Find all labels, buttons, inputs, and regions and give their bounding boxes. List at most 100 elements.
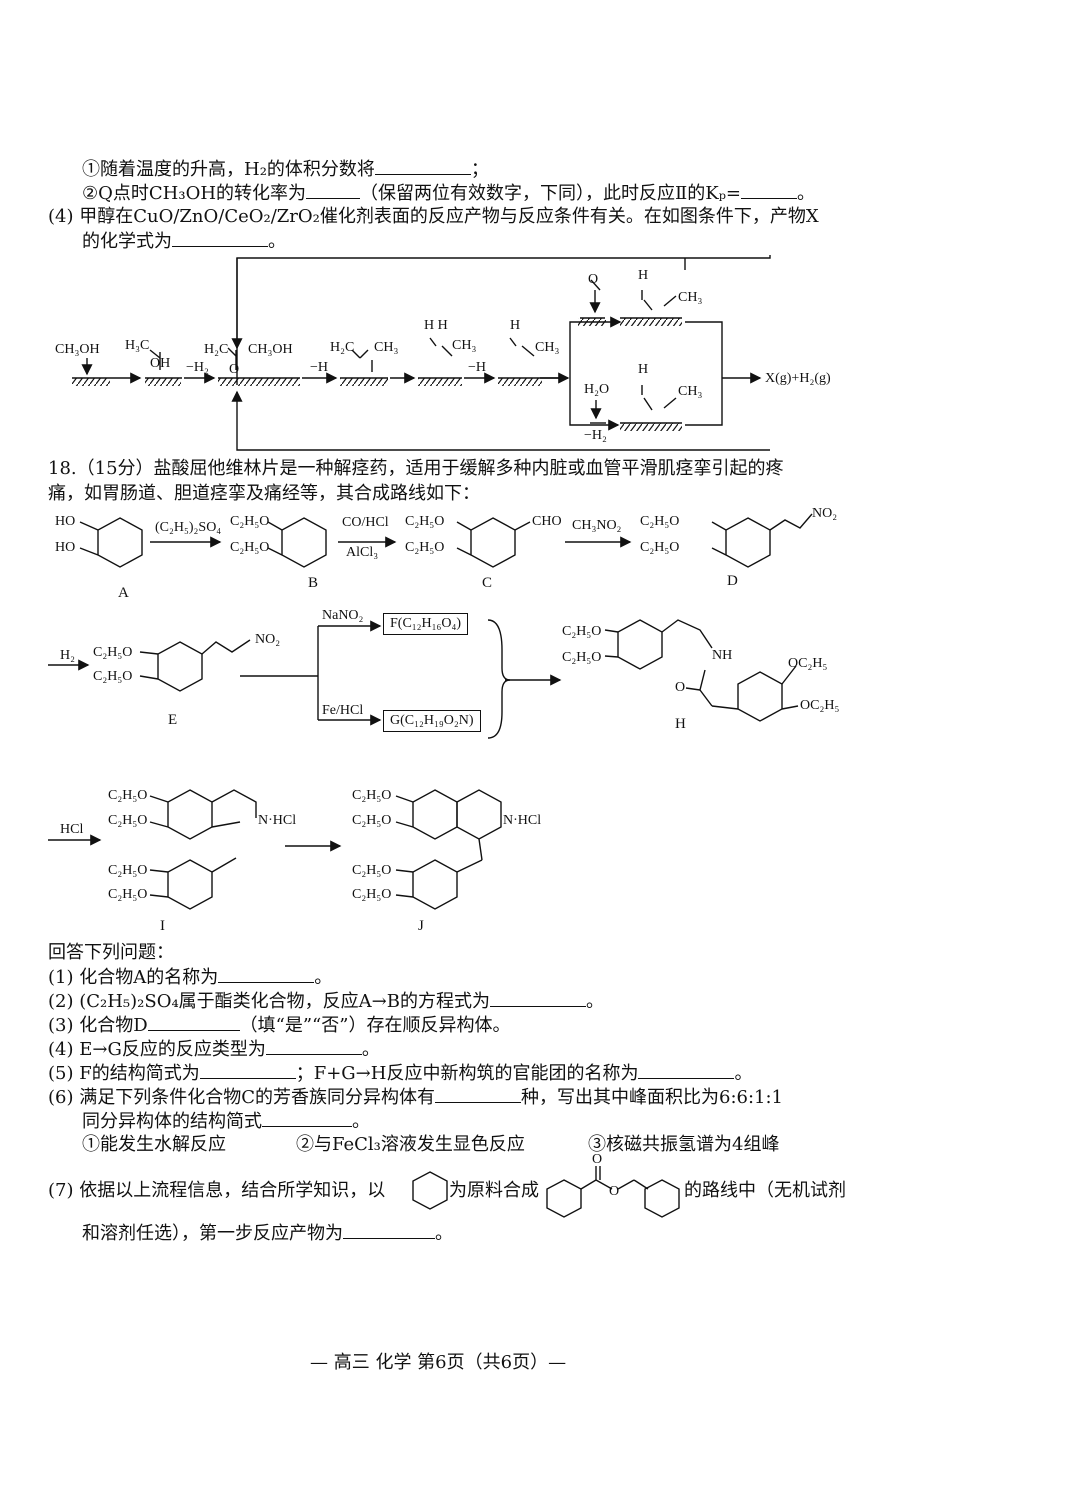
e-oet-2: C₂H₅O <box>93 669 133 684</box>
reagent-alcl3: AlCl₃ <box>346 545 379 560</box>
mech-ch3-c: CH₃ <box>535 340 560 355</box>
box-f: F(C₁₂H₁₆O₄) <box>383 613 469 635</box>
h-oet-1: C₂H₅O <box>562 624 602 639</box>
label-b: B <box>308 575 319 591</box>
mech-ch3-bottom: CH₃ <box>678 384 703 399</box>
question-4-text: (4) E→G反应的反应类型为 <box>48 1039 266 1060</box>
answer-blank[interactable] <box>218 966 315 983</box>
question-5-text-a: (5) F的结构简式为 <box>48 1063 200 1084</box>
question-6-text-a: (6) 满足下列条件化合物C的芳香族同分异构体有 <box>48 1087 435 1108</box>
d-oet-2: C₂H₅O <box>640 540 680 555</box>
mech-ch3-b: CH₃ <box>452 338 477 353</box>
e-no2: NO₂ <box>255 632 281 647</box>
question-2: (2) (C₂H₅)₂SO₄属于酯类化合物，反应A→B的方程式为 。 <box>48 990 604 1013</box>
q17-line1-text: ①随着温度的升高，H₂的体积分数将 <box>82 159 375 180</box>
mech-minus-h2: −H₂ <box>186 360 209 375</box>
mech-h: H <box>510 318 521 333</box>
label-i: I <box>160 918 165 934</box>
h-oet-3: OC₂H₅ <box>788 656 828 671</box>
label-e: E <box>168 712 178 728</box>
answer-blank[interactable] <box>343 1222 435 1239</box>
h-o: O <box>675 680 686 695</box>
punct: 。 <box>734 1063 753 1084</box>
answer-blank[interactable] <box>435 1086 521 1103</box>
question-7-text-d: 和溶剂任选），第一步反应产物为 <box>82 1223 343 1244</box>
d-no2: NO₂ <box>812 506 838 521</box>
mech-o-top: O <box>588 272 599 287</box>
mech-product: X(g)+H₂(g) <box>765 371 831 386</box>
q17-line1: ①随着温度的升高，H₂的体积分数将 ； <box>82 158 489 181</box>
condition-3: ③核磁共振氢谱为4组峰 <box>588 1134 780 1155</box>
answer-blank[interactable] <box>147 1014 240 1031</box>
question-5-text-b: ；F+G→H反应中新构筑的官能团的名称为 <box>295 1063 639 1084</box>
mech-oh: OH <box>150 356 171 371</box>
question-3-text-a: (3) 化合物D <box>48 1015 148 1036</box>
mech-ch3oh-2: CH₃OH <box>248 342 293 357</box>
j-oet-4: C₂H₅O <box>352 887 392 902</box>
questions-header: 回答下列问题： <box>48 942 174 963</box>
i-nhcl: N·HCl <box>258 813 297 828</box>
c-oet-1: C₂H₅O <box>405 514 445 529</box>
punct: 。 <box>435 1223 453 1244</box>
question-1: (1) 化合物A的名称为。 <box>48 966 332 989</box>
condition-1: ①能发生水解反应 <box>82 1134 226 1155</box>
mech-ch3oh: CH₃OH <box>55 342 100 357</box>
h-oet-2: C₂H₅O <box>562 650 602 665</box>
q17-line2-text-a: ②Q点时CH₃OH的转化率为 <box>82 183 307 204</box>
b-oet-1: C₂H₅O <box>230 514 270 529</box>
question-6: (6) 满足下列条件化合物C的芳香族同分异构体有 种，写出其中峰面积比为6:6:1… <box>48 1086 783 1109</box>
punct: 。 <box>268 231 286 252</box>
c-cho: CHO <box>532 514 562 529</box>
question-7-line2: 和溶剂任选），第一步反应产物为 。 <box>82 1222 453 1245</box>
j-nhcl: N·HCl <box>503 813 542 828</box>
mech-h-top: H <box>638 268 649 283</box>
reagent-nitromethane: CH₃NO₂ <box>572 518 622 533</box>
question-3: (3) 化合物D（填“是”“否”）存在顺反异构体。 <box>48 1014 510 1037</box>
reagent-fe-hcl: Fe/HCl <box>322 703 364 718</box>
answer-blank[interactable] <box>306 182 361 199</box>
i-oet-3: C₂H₅O <box>108 863 148 878</box>
question-2-text: (2) (C₂H₅)₂SO₄属于酯类化合物，反应A→B的方程式为 <box>48 991 490 1012</box>
reagent-co-hcl: CO/HCl <box>342 515 389 530</box>
label-a: A <box>118 585 129 601</box>
q17-part4-line1: (4) 甲醇在CuO/ZnO/CeO₂/ZrO₂催化剂表面的反应产物与反应条件有… <box>48 206 819 227</box>
mech-h3c: H₃C <box>125 338 150 353</box>
i-oet-2: C₂H₅O <box>108 813 148 828</box>
benzoate-ring-icon <box>546 1179 582 1218</box>
question-4: (4) E→G反应的反应类型为。 <box>48 1038 380 1061</box>
answer-blank[interactable] <box>490 990 586 1007</box>
a-ho-1: HO <box>55 514 76 529</box>
mech-minus-h: −H <box>310 360 329 375</box>
answer-blank[interactable] <box>262 1110 352 1127</box>
mech-ch3-top: CH₃ <box>678 290 703 305</box>
a-ho-2: HO <box>55 540 76 555</box>
ester-carbonyl-o: O <box>592 1152 603 1167</box>
punct: ； <box>470 159 489 180</box>
answer-blank[interactable] <box>172 230 268 247</box>
j-oet-1: C₂H₅O <box>352 788 392 803</box>
answer-blank[interactable] <box>638 1062 735 1079</box>
label-c: C <box>482 575 493 591</box>
answer-blank[interactable] <box>374 158 471 175</box>
question-7-text-c: 的路线中（无机试剂 <box>684 1180 846 1201</box>
i-oet-4: C₂H₅O <box>108 887 148 902</box>
question-6-text-b: 种，写出其中峰面积比为6:6:1:1 <box>521 1087 784 1108</box>
i-oet-1: C₂H₅O <box>108 788 148 803</box>
answer-blank[interactable] <box>265 1038 362 1055</box>
h-oet-4: OC₂H₅ <box>800 698 840 713</box>
answer-blank[interactable] <box>741 182 798 199</box>
answer-blank[interactable] <box>199 1062 296 1079</box>
punct: 。 <box>314 967 333 988</box>
question-7-text-b: 为原料合成 <box>449 1180 539 1201</box>
punct: 。 <box>586 991 604 1012</box>
c-oet-2: C₂H₅O <box>405 540 445 555</box>
q18-intro-line1: 18.（15分）盐酸屈他维林片是一种解痉药，适用于缓解多种内脏或血管平滑肌痉挛引… <box>48 458 784 479</box>
box-g: G(C₁₂H₁₉O₂N) <box>383 710 481 732</box>
label-h: H <box>675 716 686 732</box>
mech-h-bottom: H <box>638 362 649 377</box>
mech-h2c: H₂C <box>204 342 229 357</box>
mech-minus-h-2: −H <box>468 360 487 375</box>
